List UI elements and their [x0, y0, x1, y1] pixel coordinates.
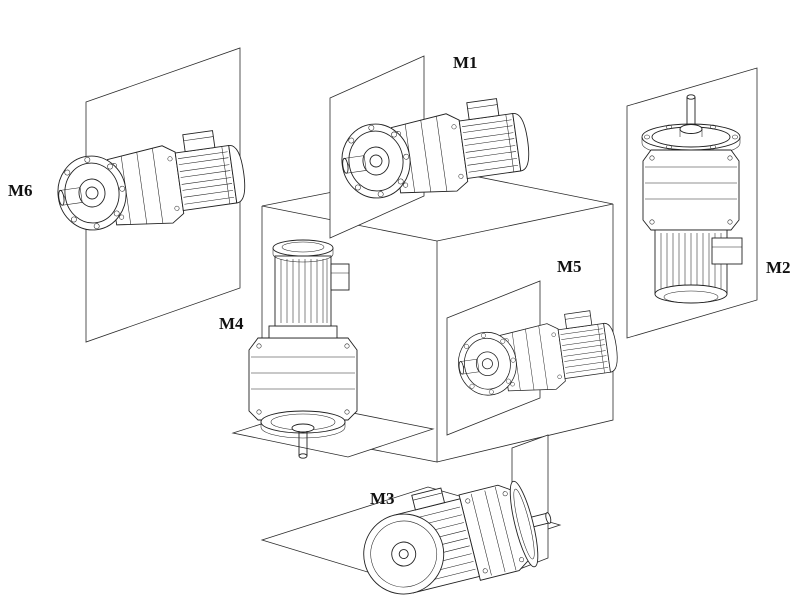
gearmotor-m4: [248, 239, 358, 459]
label-m3: M3: [370, 489, 395, 508]
m2-gearbox: [642, 149, 740, 231]
m3-output-shaft: [531, 512, 552, 528]
m4-motor-body: [274, 255, 350, 327]
m4-output-shaft: [298, 431, 308, 459]
m2-terminal-box: [711, 237, 743, 265]
m2-motor-body: [654, 229, 743, 295]
m2-output-shaft: [686, 94, 696, 128]
m2-fan-cover: [654, 284, 728, 304]
m3-terminal-box: [411, 487, 446, 511]
m2-flange-plate: [641, 123, 741, 157]
label-m5: M5: [557, 257, 582, 276]
m3-fan-face: [363, 513, 445, 595]
label-m6: M6: [8, 181, 33, 200]
label-m4: M4: [219, 314, 244, 333]
gearmotor-m3: [363, 480, 552, 595]
m4-output-flange: [260, 410, 346, 439]
m4-adapter: [268, 325, 338, 339]
m4-gearbox: [248, 337, 358, 421]
gearmotor-m2: [641, 94, 743, 304]
m4-fan-cover: [272, 239, 334, 263]
m4-terminal-box: [330, 263, 350, 291]
label-m2: M2: [766, 258, 791, 277]
label-m1: M1: [453, 53, 478, 72]
m3-flange-disc: [509, 480, 539, 568]
